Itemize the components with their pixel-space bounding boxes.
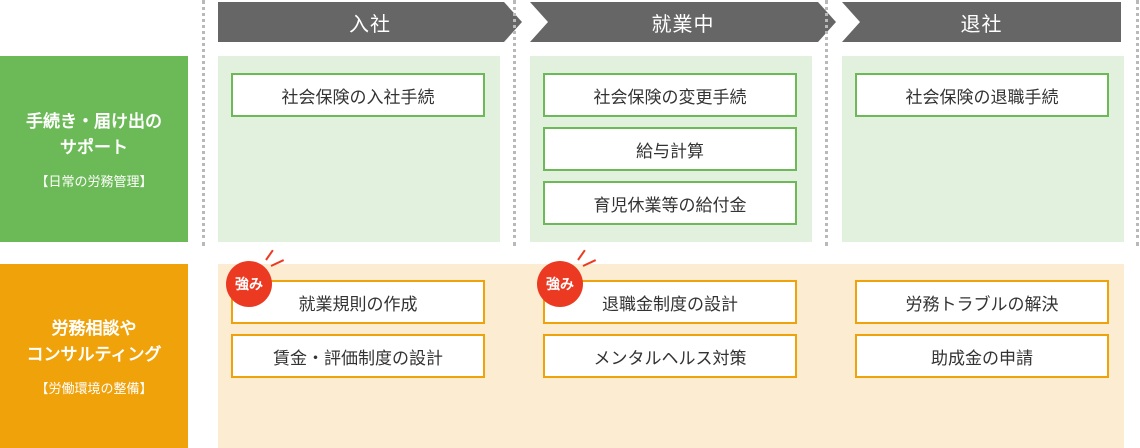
stage-label-join: 入社 [349, 11, 391, 36]
service-box: 労務トラブルの解決 [855, 280, 1109, 324]
row-sublabel: 【労働環境の整備】 [35, 381, 153, 397]
row-label-line: コンサルティング [26, 344, 162, 365]
strength-badge: 強み [226, 261, 272, 307]
badge-spark [265, 249, 274, 261]
dotted-separator [1136, 0, 1139, 246]
stage-arrow-join: 入社 [218, 2, 522, 42]
arrow-shape [842, 2, 1121, 42]
strength-badge: 強み [537, 261, 583, 307]
row-sublabel: 【日常の労務管理】 [35, 174, 153, 190]
service-box: 助成金の申請 [855, 334, 1109, 378]
service-box: 給与計算 [543, 127, 797, 171]
service-box: 社会保険の入社手続 [231, 73, 485, 117]
arrow-shape [530, 2, 836, 42]
row-label-line: 労務相談や [51, 318, 137, 339]
stage-label-leave: 退社 [960, 11, 1003, 36]
row-label-line: サポート [60, 137, 128, 158]
row-label-line: 手続き・届け出の [26, 111, 162, 132]
service-box: 社会保険の変更手続 [543, 73, 797, 117]
row-label-procedures: 手続き・届け出の サポート 【日常の労務管理】 [0, 56, 188, 242]
row-label-consulting: 労務相談や コンサルティング 【労働環境の整備】 [0, 264, 188, 448]
service-box: 就業規則の作成 [231, 280, 485, 324]
arrow-shape [218, 2, 522, 42]
dotted-separator [825, 0, 828, 246]
service-box: 社会保険の退職手続 [855, 73, 1109, 117]
service-box: 退職金制度の設計 [543, 280, 797, 324]
stage-arrow-employed: 就業中 [530, 2, 836, 42]
service-box: メンタルヘルス対策 [543, 334, 797, 378]
dotted-separator [513, 0, 516, 246]
service-box: 育児休業等の給付金 [543, 181, 797, 225]
service-box: 賃金・評価制度の設計 [231, 334, 485, 378]
stage-label-employed: 就業中 [651, 11, 715, 36]
dotted-separator [202, 0, 205, 246]
stage-arrow-leave: 退社 [842, 2, 1121, 42]
badge-spark [577, 249, 586, 261]
